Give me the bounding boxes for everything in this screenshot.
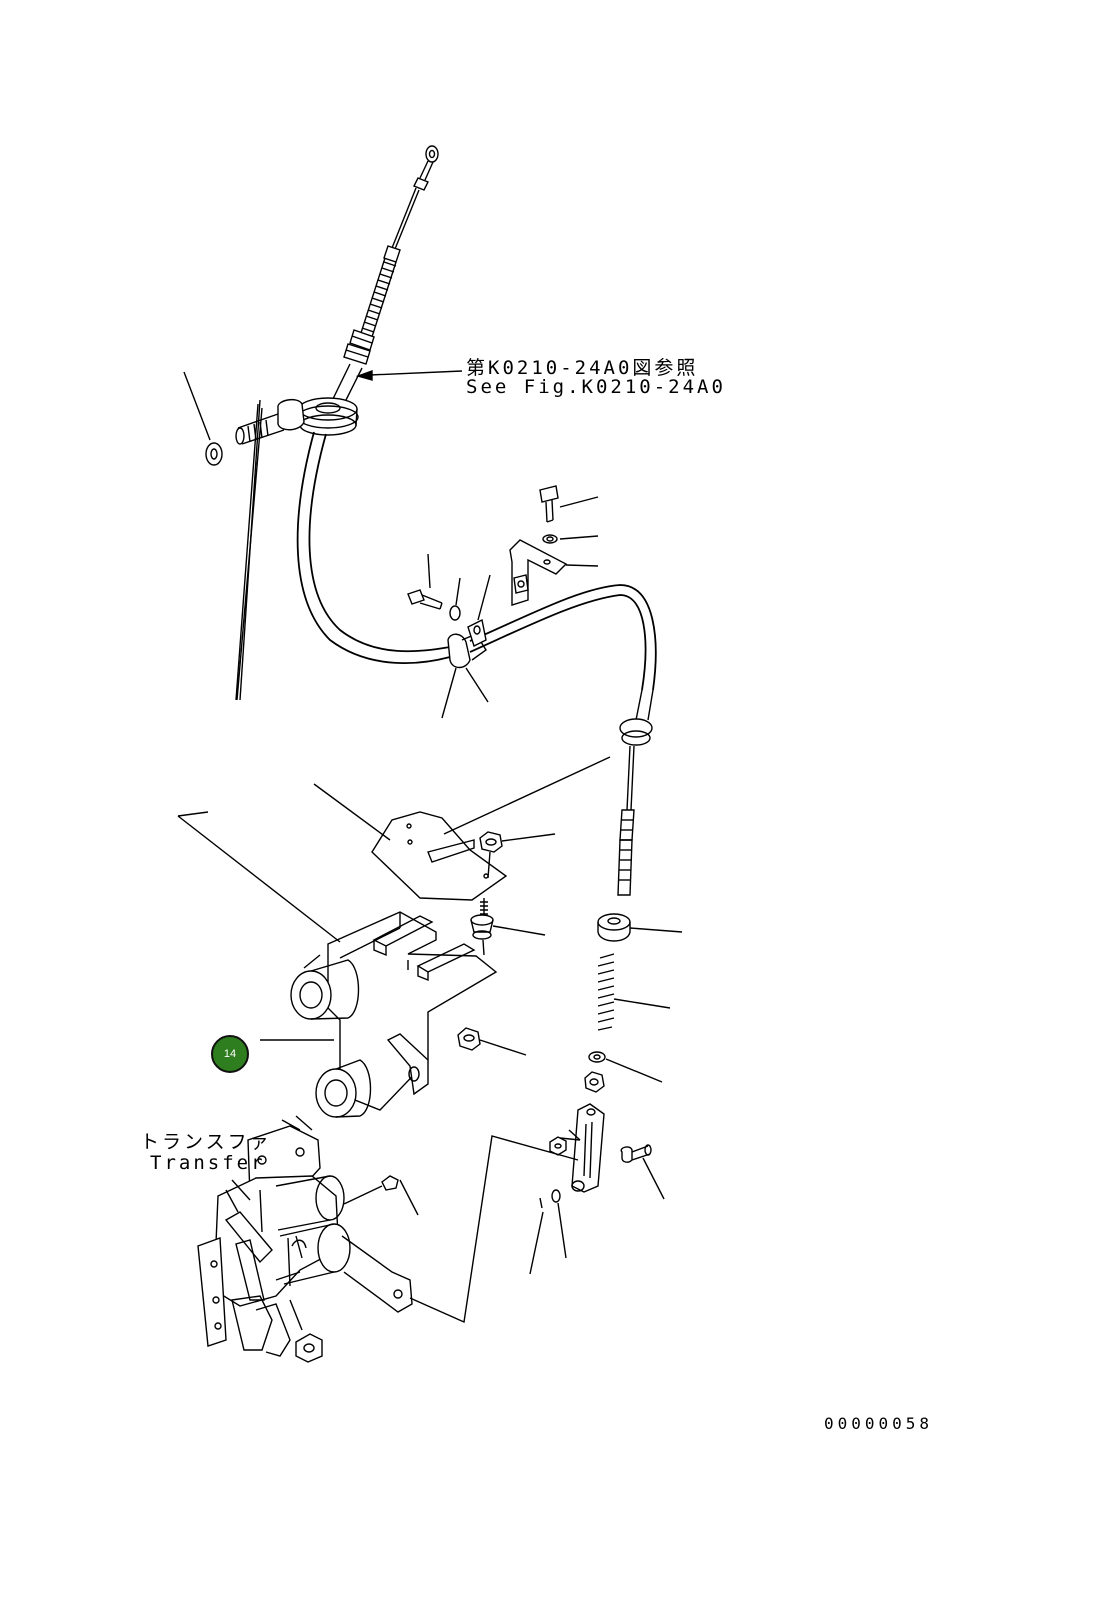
transfer-housing [197,1115,413,1363]
lever-link [529,1103,665,1275]
part-callout-14[interactable]: 14 [211,1035,249,1073]
spring-collar [597,913,683,942]
cable-clamp [407,553,491,719]
upper-bracket [509,485,599,606]
drawing-number: 00000058 [824,1414,934,1433]
transfer-label-japanese: トランスファ [140,1131,272,1153]
assembly-link-lines [177,811,579,1324]
reference-note-japanese: 第K0210-24A0図参照 [466,357,699,379]
hex-nut-upper [479,831,556,879]
spring-washer [588,1051,663,1083]
cable-grommet [297,397,359,436]
reference-note-english: See Fig.K0210-24A0 [466,376,726,398]
actuator-bracket [260,911,498,1118]
mounting-bolt [183,371,305,701]
cable-top-end [329,145,439,409]
rubber-mount [470,898,546,956]
return-spring [597,953,671,1031]
control-cable [296,431,657,896]
flange-nut-lower [457,1027,527,1056]
reference-leader [355,370,463,381]
lock-nut [584,1071,605,1093]
part-callout-number: 14 [223,1048,237,1060]
transfer-label-english: Transfer [150,1152,266,1174]
slotted-plate [313,756,611,901]
